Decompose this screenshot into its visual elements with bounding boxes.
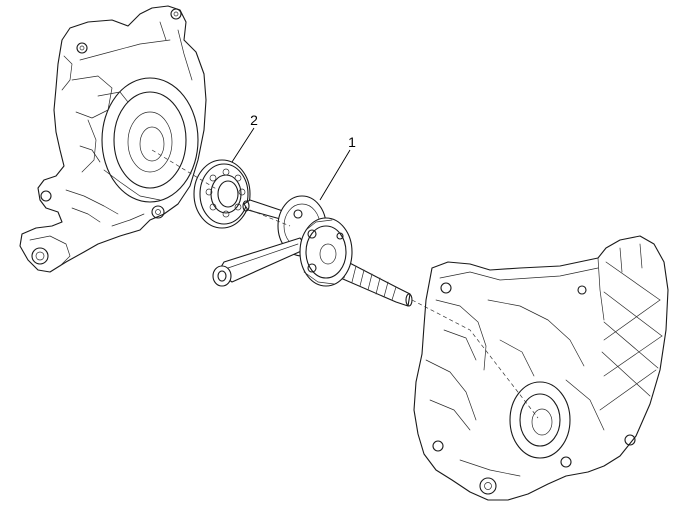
right-crankcase-half xyxy=(413,235,669,501)
callout-2-label: 2 xyxy=(250,112,258,128)
callout-2-leader xyxy=(231,127,255,163)
callout-1-leader xyxy=(319,149,351,201)
callout-2: 2 xyxy=(231,112,258,163)
callout-1-label: 1 xyxy=(348,134,356,150)
assembly-axis-line xyxy=(151,149,539,419)
left-crankcase-half xyxy=(19,5,207,273)
callout-1: 1 xyxy=(319,134,356,201)
crankshaft-part-1 xyxy=(212,195,413,307)
ball-bearing-part-2 xyxy=(193,159,251,229)
